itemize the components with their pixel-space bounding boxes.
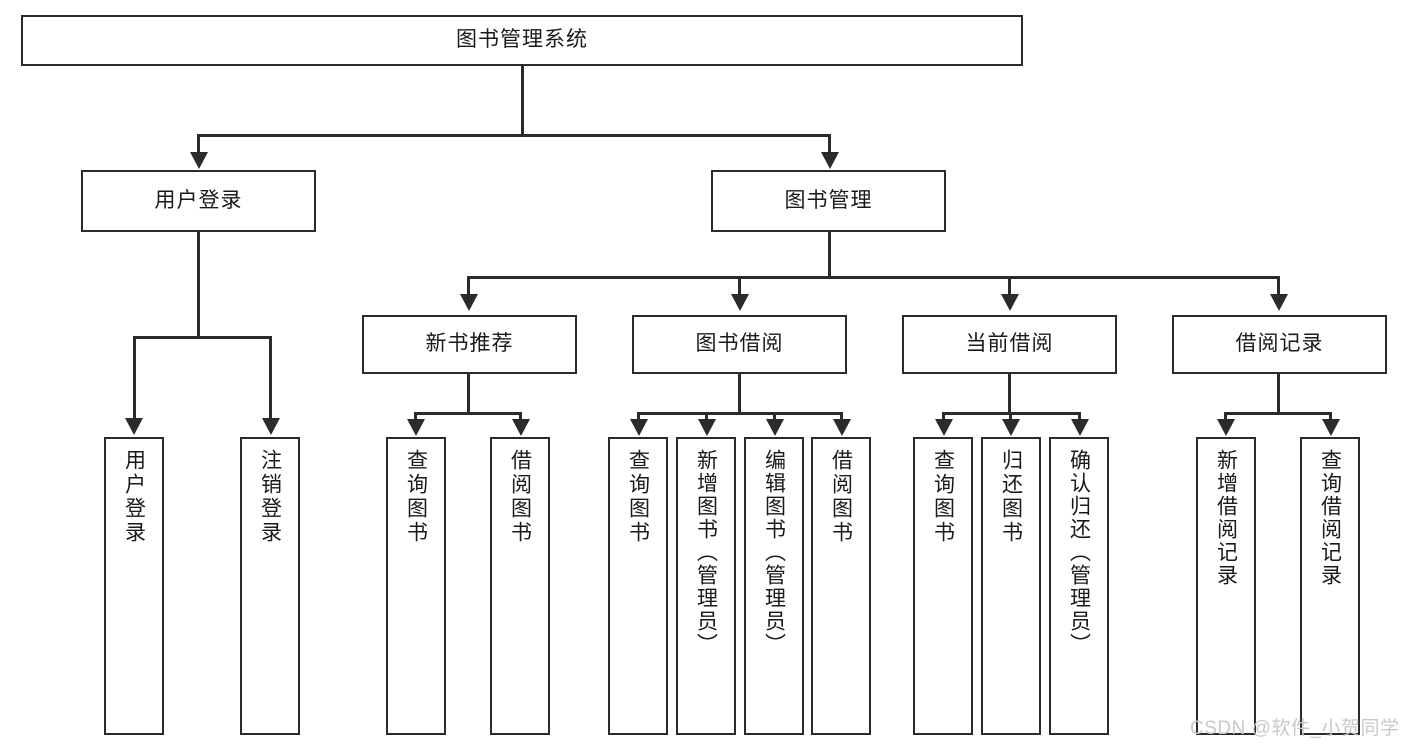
arrow-to-nb-query-book (407, 419, 425, 436)
connector-current-borrow-stem (1008, 374, 1011, 412)
arrow-to-cb-return-book (1002, 419, 1020, 436)
connector-borrow-record-stem (1277, 374, 1280, 412)
arrow-to-new-book-recommend (460, 294, 478, 311)
connector-book-borrow-bus (637, 412, 843, 415)
arrow-to-cb-confirm-return (1071, 419, 1089, 436)
node-label: 图书管理系统 (456, 28, 588, 52)
connector-level3-bus (467, 276, 1280, 279)
leaf-logout[interactable]: 注销登录 (240, 437, 300, 735)
arrow-to-bb-add-book (698, 419, 716, 436)
leaf-bb-add-book[interactable]: 新增图书（管理员） (676, 437, 736, 735)
node-label: 图书借阅 (695, 332, 784, 356)
connector-drop-cb-confirm (1078, 412, 1081, 421)
connector-drop-cb-query (942, 412, 945, 421)
node-root-book-management-system[interactable]: 图书管理系统 (21, 15, 1023, 66)
leaf-cb-return-book[interactable]: 归还图书 (981, 437, 1041, 735)
arrow-to-br-query-record (1322, 419, 1340, 436)
node-label: 图书管理 (784, 188, 873, 212)
node-label: 查询图书 (404, 449, 428, 545)
node-label: 借阅图书 (508, 449, 532, 545)
node-label: 当前借阅 (965, 332, 1054, 356)
arrow-to-leaf-logout (262, 418, 280, 435)
connector-new-book-stem (467, 374, 470, 412)
connector-new-book-bus (414, 412, 522, 415)
connector-book-borrow-stem (738, 374, 741, 412)
node-label: 用户登录 (154, 188, 243, 212)
connector-drop-new-book (467, 276, 470, 296)
connector-drop-cb-return (1009, 412, 1012, 421)
connector-drop-bb-add (705, 412, 708, 421)
connector-root-stem (521, 66, 524, 134)
node-label: 查询图书 (626, 449, 650, 545)
connector-drop-book-management (828, 134, 831, 154)
node-label: 查询借阅记录 (1318, 449, 1342, 587)
connector-drop-leaf-user-login (133, 336, 136, 420)
arrow-to-book-management (821, 152, 839, 169)
connector-drop-nb-query (414, 412, 417, 421)
node-label: 注销登录 (258, 449, 282, 545)
connector-drop-user-login (197, 134, 200, 154)
connector-drop-current-borrow (1008, 276, 1011, 296)
arrow-to-bb-borrow-book (833, 419, 851, 436)
arrow-to-borrow-record (1270, 294, 1288, 311)
node-borrow-record[interactable]: 借阅记录 (1172, 315, 1387, 374)
node-label: 新增图书（管理员） (694, 449, 718, 656)
leaf-cb-query-book[interactable]: 查询图书 (913, 437, 973, 735)
node-user-login[interactable]: 用户登录 (81, 170, 316, 232)
node-current-borrow[interactable]: 当前借阅 (902, 315, 1117, 374)
leaf-nb-borrow-book[interactable]: 借阅图书 (490, 437, 550, 735)
connector-user-login-stem (197, 232, 200, 336)
node-label: 借阅图书 (829, 449, 853, 545)
connector-drop-book-borrow (738, 276, 741, 296)
arrow-to-leaf-user-login (125, 418, 143, 435)
node-book-borrow[interactable]: 图书借阅 (632, 315, 847, 374)
connector-borrow-record-bus (1224, 412, 1332, 415)
node-label: 归还图书 (999, 449, 1023, 545)
leaf-bb-borrow-book[interactable]: 借阅图书 (811, 437, 871, 735)
node-label: 查询图书 (931, 449, 955, 545)
node-new-book-recommend[interactable]: 新书推荐 (362, 315, 577, 374)
connector-drop-nb-borrow (519, 412, 522, 421)
connector-book-management-stem (828, 232, 831, 276)
arrow-to-current-borrow (1001, 294, 1019, 311)
connector-drop-bb-edit (773, 412, 776, 421)
leaf-br-add-record[interactable]: 新增借阅记录 (1196, 437, 1256, 735)
node-label: 新增借阅记录 (1214, 449, 1238, 587)
leaf-bb-edit-book[interactable]: 编辑图书（管理员） (744, 437, 804, 735)
leaf-user-login[interactable]: 用户登录 (104, 437, 164, 735)
connector-drop-bb-query (637, 412, 640, 421)
connector-drop-leaf-logout (269, 336, 272, 420)
node-book-management[interactable]: 图书管理 (711, 170, 946, 232)
arrow-to-bb-query-book (630, 419, 648, 436)
connector-level2-bus (197, 134, 831, 137)
arrow-to-book-borrow (731, 294, 749, 311)
leaf-cb-confirm-return[interactable]: 确认归还（管理员） (1049, 437, 1109, 735)
arrow-to-nb-borrow-book (512, 419, 530, 436)
leaf-nb-query-book[interactable]: 查询图书 (386, 437, 446, 735)
node-label: 确认归还（管理员） (1067, 449, 1091, 656)
leaf-bb-query-book[interactable]: 查询图书 (608, 437, 668, 735)
node-label: 借阅记录 (1235, 332, 1324, 356)
node-label: 新书推荐 (425, 332, 514, 356)
arrow-to-cb-query-book (935, 419, 953, 436)
node-label: 编辑图书（管理员） (762, 449, 786, 656)
connector-drop-bb-borrow (840, 412, 843, 421)
arrow-to-user-login (190, 152, 208, 169)
node-label: 用户登录 (122, 449, 146, 545)
connector-user-login-bus (133, 336, 272, 339)
leaf-br-query-record[interactable]: 查询借阅记录 (1300, 437, 1360, 735)
connector-drop-br-query (1329, 412, 1332, 421)
connector-drop-borrow-record (1277, 276, 1280, 296)
connector-drop-br-add (1224, 412, 1227, 421)
arrow-to-bb-edit-book (766, 419, 784, 436)
arrow-to-br-add-record (1217, 419, 1235, 436)
